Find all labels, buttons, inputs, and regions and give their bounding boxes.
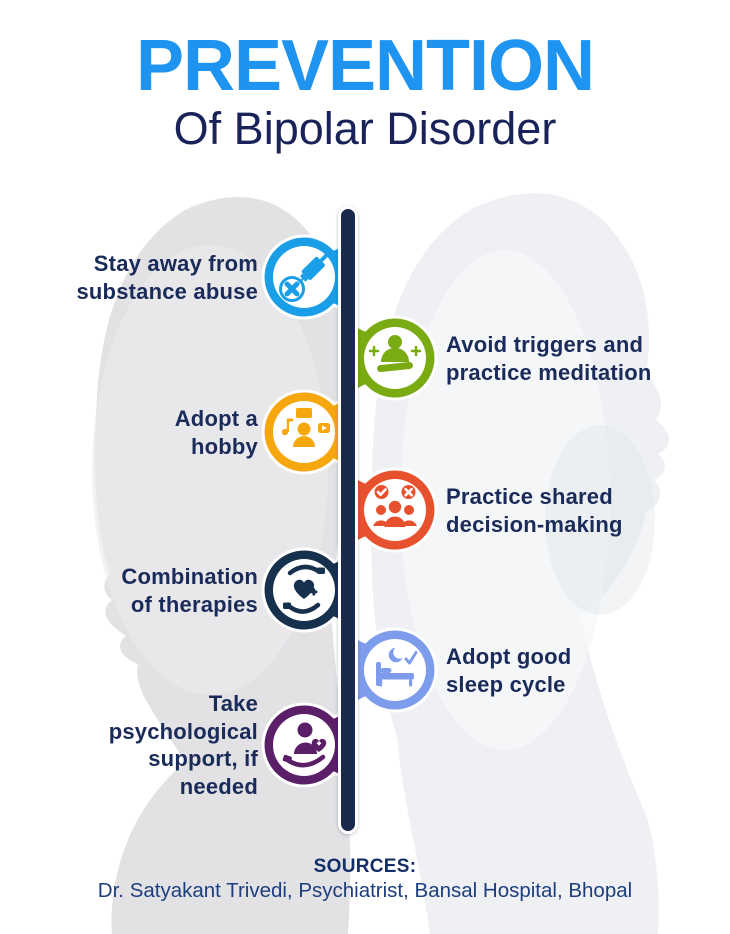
- page-title: PREVENTION: [135, 26, 595, 106]
- timeline-petal-meditation: [341, 292, 438, 424]
- therapies-hands-heart-icon: [283, 564, 325, 614]
- timeline-petal-hobby: [261, 366, 358, 498]
- timeline-petal-decision: [341, 444, 438, 576]
- item-label-support: Take psychological support, if needed: [108, 691, 258, 799]
- item-label-hobby: Adopt a hobby: [174, 406, 258, 459]
- right-head-shade: [545, 425, 655, 615]
- timeline-petal-substance: [261, 211, 358, 343]
- item-label-therapies: Combination of therapies: [121, 564, 258, 617]
- sources-label: SOURCES:: [313, 856, 417, 877]
- item-label-meditation: Avoid triggers and practice meditation: [446, 332, 652, 385]
- timeline-spine: [338, 206, 358, 834]
- timeline-petal-sleep: [341, 604, 438, 736]
- psychological-support-icon: [282, 722, 327, 768]
- item-label-decision: Practice shared decision-making: [446, 484, 623, 537]
- timeline-petal-support: [261, 679, 358, 811]
- page-subtitle: Of Bipolar Disorder: [173, 103, 557, 154]
- timeline-petal-therapies: [261, 524, 358, 656]
- item-label-sleep: Adopt good sleep cycle: [446, 644, 572, 697]
- no-substance-syringe-icon: [279, 247, 335, 302]
- right-head-highlight: [400, 250, 610, 750]
- meditation-icon: [368, 335, 422, 373]
- hobby-icon: [281, 408, 330, 447]
- sleep-bed-icon: [376, 646, 418, 687]
- item-label-substance: Stay away from substance abuse: [76, 251, 258, 304]
- shared-decision-icon: [373, 485, 417, 527]
- sources-text: Dr. Satyakant Trivedi, Psychiatrist, Ban…: [97, 879, 633, 902]
